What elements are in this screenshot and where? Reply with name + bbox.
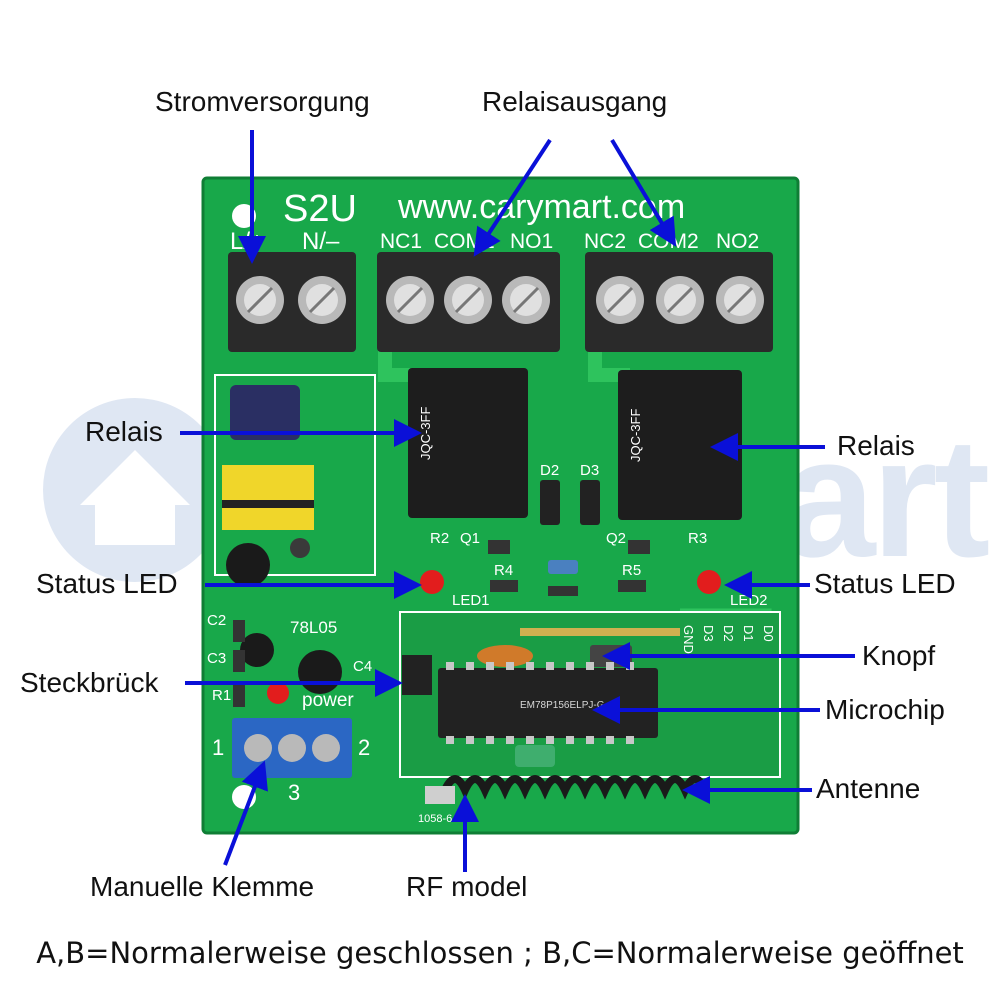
label-led1: LED1 [452,592,490,609]
board-website: www.carymart.com [398,188,686,226]
label-r1: R1 [212,687,232,704]
label-microchip: Microchip [825,694,945,725]
label-c2: C2 [207,612,227,629]
terminal-label-nc1: NC1 [380,230,423,253]
label-c3: C3 [207,650,227,667]
label-r4: R4 [494,562,514,579]
manual-terminal-3: 3 [288,780,301,805]
label-q2: Q2 [606,530,627,547]
label-q1: Q1 [460,530,481,547]
rf-code: 1058-6 [418,813,453,825]
manual-terminal-1: 1 [212,735,225,760]
terminal-label-n: N/– [302,228,340,255]
label-jumper: Steckbrück [20,667,159,698]
label-78l05: 78L05 [290,618,338,637]
label-r5: R5 [622,562,642,579]
relay1-model: JQC-3FF [418,406,433,460]
label-status-led-left: Status LED [36,568,178,599]
label-relay-output: Relaisausgang [482,86,668,117]
watermark-logo [43,398,227,582]
terminal-label-nc2: NC2 [584,230,627,253]
rf-pin-d0: D0 [761,625,776,642]
rf-pin-gnd: GND [681,625,696,654]
label-antenna: Antenne [816,773,921,804]
label-status-led-right: Status LED [814,568,956,599]
terminal-label-com2: COM2 [638,230,699,253]
terminal-label-l: L/+ [230,228,265,255]
label-led2: LED2 [730,592,768,609]
label-manual-terminal: Manuelle Klemme [90,871,315,902]
label-relay-right: Relais [837,430,915,461]
terminal-label-no2: NO2 [716,230,760,253]
label-d2: D2 [540,462,560,479]
label-r2: R2 [430,530,450,547]
rf-pin-d2: D2 [721,625,736,642]
label-rf-module: RF model [406,871,528,902]
rf-pin-d3: D3 [701,625,716,642]
relay2-model: JQC-3FF [628,408,643,462]
label-power: power [302,690,354,711]
manual-terminal-2: 2 [358,735,371,760]
rf-pin-d1: D1 [741,625,756,642]
caption: A,B=Normalerweise geschlossen ; B,C=Norm… [36,936,964,970]
label-button: Knopf [862,640,936,671]
label-r3: R3 [688,530,708,547]
terminal-label-no1: NO1 [510,230,554,253]
label-d3: D3 [580,462,600,479]
board-model: S2U [283,188,357,230]
chip-marking: EM78P156ELPJ-G [520,700,605,711]
label-power-supply: Stromversorgung [155,86,370,117]
label-c4: C4 [353,658,373,675]
terminal-label-com1: COM1 [434,230,495,253]
label-relay-left: Relais [85,416,163,447]
